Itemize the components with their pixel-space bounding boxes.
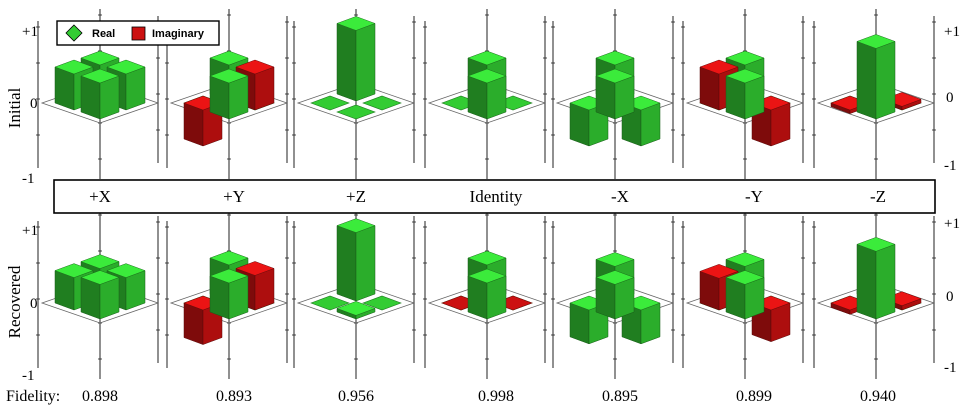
bar-real-2: [310, 295, 350, 311]
panel-1-2: [292, 209, 416, 379]
left-tick-bottom-initial: -1: [22, 171, 35, 187]
panel-0-4: [551, 9, 675, 179]
state-label-4: -X: [611, 187, 629, 206]
fidelity-value-0: 0.898: [82, 388, 118, 405]
panel-1-1: [165, 209, 289, 379]
state-labels: +X +Y +Z Identity -X -Y -Z: [89, 187, 886, 206]
panel-0-1: [165, 9, 289, 179]
left-tick-bottom-recovered: -1: [22, 368, 35, 384]
panel-0-2: [292, 9, 416, 179]
panel-layer: [36, 9, 936, 379]
base-plane: [427, 282, 547, 324]
state-label-5: -Y: [745, 187, 763, 206]
legend-real-label: Real: [92, 28, 115, 40]
state-label-1: +Y: [223, 187, 245, 206]
right-tick-mid-initial: 0: [946, 90, 954, 106]
bar-real-3: [595, 270, 635, 320]
base-plane: [296, 82, 416, 124]
fidelity-value-3: 0.998: [478, 388, 514, 405]
bar-real-3: [856, 34, 896, 120]
panel-1-5: [681, 209, 805, 379]
left-tick-mid-recovered: 0: [30, 296, 38, 312]
bar-real-1: [362, 295, 402, 311]
bar-real-3: [80, 68, 120, 120]
right-tick-mid-recovered: 0: [946, 289, 954, 305]
panel-0-5: [681, 9, 805, 179]
row-label-initial: Initial: [5, 87, 24, 128]
panel-0-6: [812, 9, 936, 179]
panel-1-4: [551, 209, 675, 379]
left-tick-top-initial: +1: [22, 24, 38, 40]
state-label-0: +X: [89, 187, 111, 206]
bar-real-2: [310, 95, 350, 111]
bar-real-3: [467, 268, 507, 320]
right-tick-top-recovered: +1: [944, 216, 960, 232]
bar-real-3: [336, 104, 376, 120]
base-plane: [296, 282, 416, 324]
bar-real-0: [336, 218, 376, 302]
bar-real-3: [209, 268, 249, 320]
state-label-3: Identity: [470, 187, 523, 206]
bar-real-1: [362, 95, 402, 111]
base-plane: [816, 282, 936, 324]
base-plane: [427, 82, 547, 124]
panel-1-3: [423, 209, 547, 379]
fidelity-values: 0.898 0.893 0.956 0.998 0.895 0.899 0.940: [82, 388, 896, 405]
state-label-band: [53, 179, 936, 214]
bar-real-3: [80, 270, 120, 320]
bar-real-3: [595, 68, 635, 120]
left-tick-top-recovered: +1: [22, 223, 38, 239]
right-tick-bottom-recovered: -1: [944, 360, 957, 376]
panel-0-3: [423, 9, 547, 179]
fidelity-value-4: 0.895: [602, 388, 638, 405]
bar-real-3: [467, 68, 507, 120]
bar-real-3: [209, 68, 249, 120]
left-tick-mid-initial: 0: [30, 96, 38, 112]
bar-real-3: [336, 301, 376, 320]
panel-1-6: [812, 209, 936, 379]
bar-real-0: [336, 16, 376, 102]
bar-real-3: [856, 237, 896, 320]
legend-real-icon: [65, 24, 83, 42]
legend-imaginary-label: Imaginary: [152, 28, 205, 40]
fidelity-value-1: 0.893: [216, 388, 252, 405]
fidelity-value-5: 0.899: [736, 388, 772, 405]
bar-imag-2: [699, 264, 739, 311]
base-plane: [816, 82, 936, 124]
state-label-2: +Z: [346, 187, 366, 206]
right-tick-bottom-initial: -1: [944, 158, 957, 174]
right-tick-top-initial: +1: [944, 24, 960, 40]
row-label-recovered: Recovered: [5, 265, 24, 338]
fidelity-label: Fidelity:: [6, 388, 60, 405]
bar-real-3: [725, 68, 765, 120]
legend-imaginary-icon: [131, 26, 146, 41]
legend: Real Imaginary: [56, 20, 220, 46]
state-label-6: -Z: [870, 187, 886, 206]
panel-1-0: [36, 209, 160, 379]
fidelity-value-2: 0.956: [338, 388, 374, 405]
fidelity-value-6: 0.940: [860, 388, 896, 405]
bar-real-3: [725, 270, 765, 320]
